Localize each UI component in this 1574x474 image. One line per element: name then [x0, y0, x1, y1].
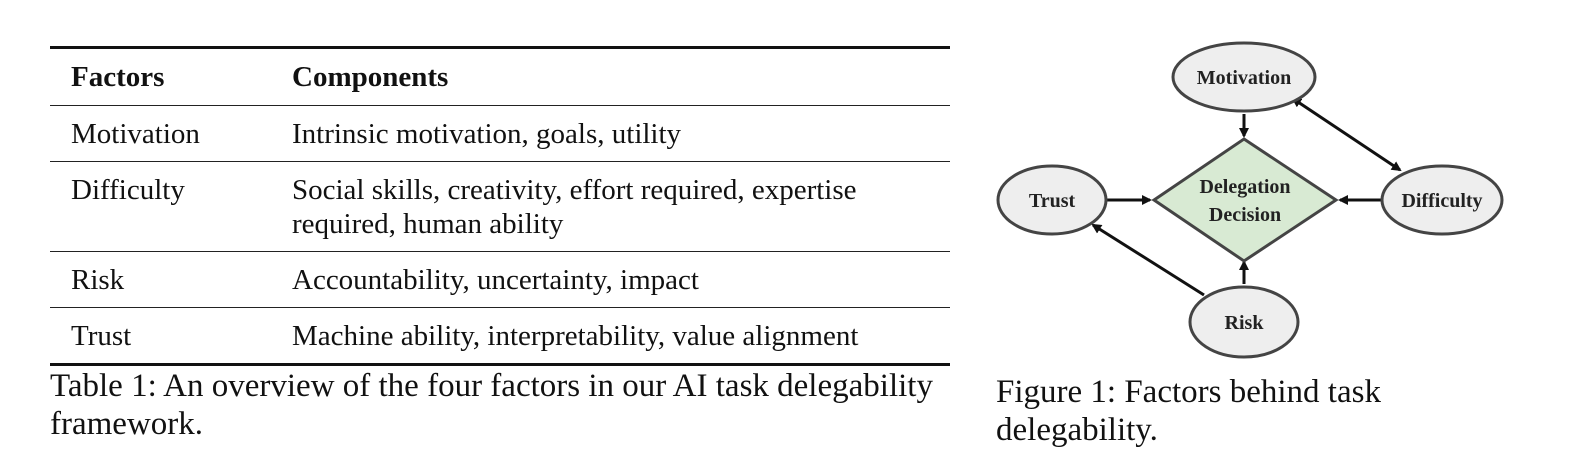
components-cell: Intrinsic motivation, goals, utility — [292, 118, 682, 150]
node-trust: Trust — [996, 164, 1108, 236]
delegability-diagram: Motivation Trust Difficulty Risk Delegat… — [990, 40, 1520, 370]
node-trust-label: Trust — [1029, 190, 1076, 212]
components-cell: Accountability, uncertainty, impact — [292, 264, 699, 296]
header-factors: Factors — [71, 61, 165, 93]
components-cell: Machine ability, interpretability, value… — [292, 320, 859, 352]
figure-caption: Figure 1: Factors behind task delegabili… — [996, 374, 1381, 448]
factor-cell: Motivation — [71, 118, 200, 150]
factor-cell: Risk — [71, 264, 125, 296]
factors-table: Factors Components Motivation Intrinsic … — [50, 46, 950, 366]
factors-table-container: Factors Components Motivation Intrinsic … — [50, 46, 950, 366]
node-risk-label: Risk — [1225, 312, 1265, 334]
node-motivation-label: Motivation — [1197, 67, 1291, 89]
edge-motivation-difficulty — [1291, 97, 1402, 172]
node-motivation: Motivation — [1171, 41, 1317, 113]
table-caption: Table 1: An overview of the four factors… — [50, 368, 933, 442]
node-risk: Risk — [1188, 285, 1300, 359]
factor-cell: Trust — [71, 320, 132, 352]
table-row: Trust Machine ability, interpretability,… — [50, 307, 950, 365]
factor-cell: Difficulty — [71, 174, 185, 206]
edge-risk-trust — [1091, 223, 1205, 297]
table-row: Difficulty Social skills, creativity, ef… — [50, 161, 950, 252]
table-header-row: Factors Components — [50, 47, 950, 106]
node-difficulty-label: Difficulty — [1401, 190, 1482, 212]
node-delegation-decision: Delegation Decision — [1151, 137, 1339, 263]
node-difficulty: Difficulty — [1380, 164, 1504, 236]
components-cell: Social skills, creativity, effort requir… — [292, 174, 857, 240]
table-row: Motivation Intrinsic motivation, goals, … — [50, 105, 950, 162]
table-row: Risk Accountability, uncertainty, impact — [50, 251, 950, 308]
decision-label-line1: Delegation — [1199, 176, 1290, 198]
decision-label-line2: Decision — [1209, 204, 1281, 226]
header-components: Components — [292, 61, 449, 93]
